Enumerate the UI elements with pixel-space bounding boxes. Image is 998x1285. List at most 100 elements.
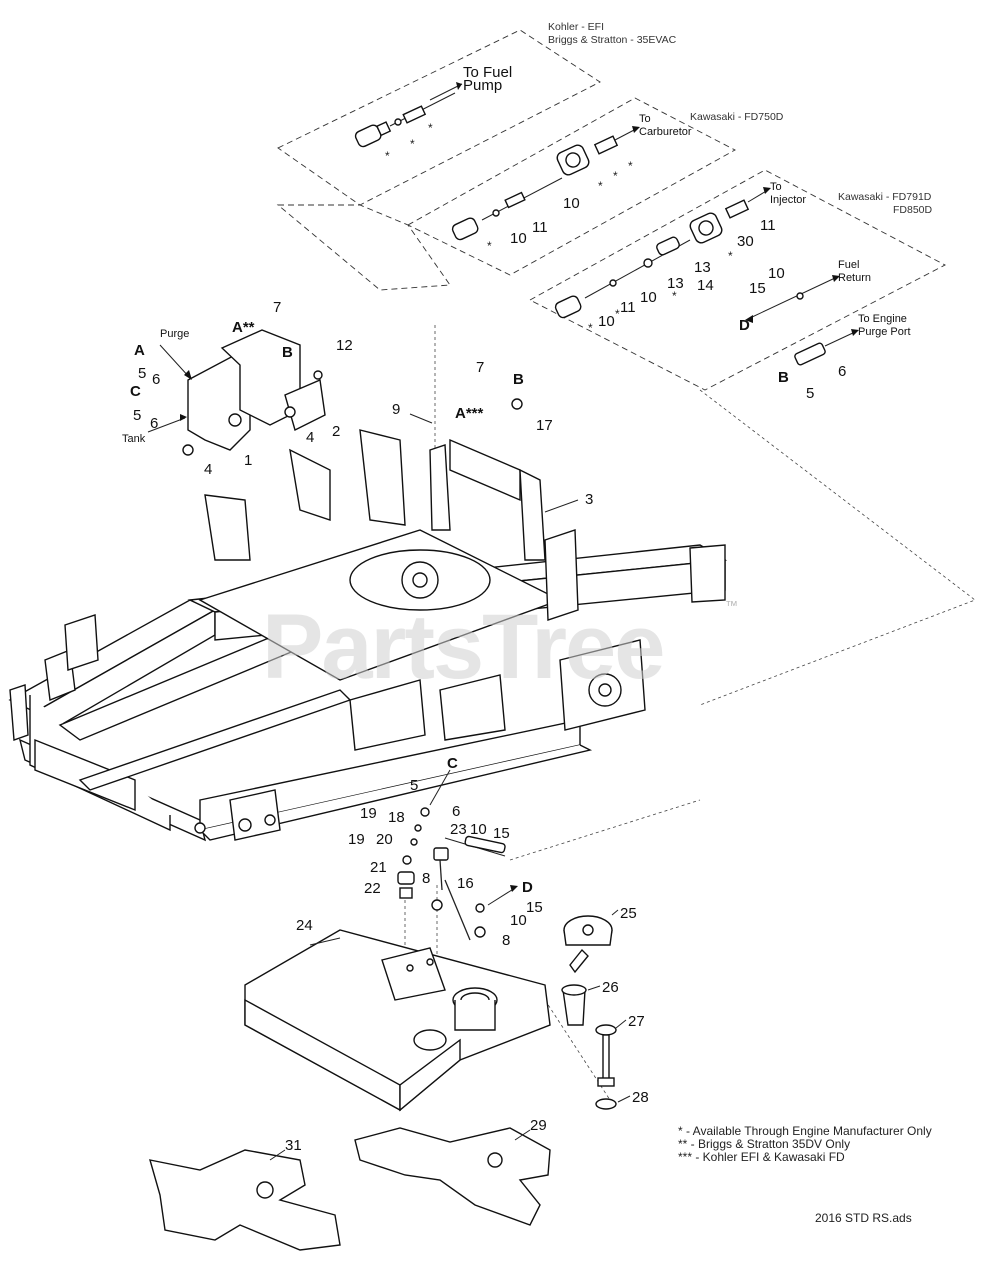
trademark-mark: ™: [725, 598, 738, 613]
svg-text:D: D: [522, 879, 533, 896]
watermark: PartsTree ™: [262, 596, 738, 698]
svg-text:6: 6: [152, 371, 160, 388]
letter-a: A: [134, 342, 145, 359]
letter-c-lower: C: [447, 755, 458, 772]
svg-text:6: 6: [150, 415, 158, 432]
footnote-1: * - Available Through Engine Manufacture…: [678, 1124, 932, 1138]
svg-text:1: 1: [244, 452, 252, 469]
svg-text:Pump: Pump: [463, 77, 502, 94]
svg-text:28: 28: [632, 1089, 649, 1106]
svg-text:*: *: [598, 179, 603, 193]
svg-text:15: 15: [526, 899, 543, 916]
svg-text:5: 5: [138, 365, 146, 382]
svg-text:26: 26: [602, 979, 619, 996]
svg-text:2: 2: [332, 423, 340, 440]
box3-title-b: FD850D: [893, 204, 933, 216]
fuel-tank: 24: [244, 917, 551, 1112]
box3-title-a: Kawasaki - FD791D: [838, 191, 932, 203]
svg-text:21: 21: [370, 859, 387, 876]
svg-text:23: 23: [450, 821, 467, 838]
plate-29: 29: [354, 1117, 551, 1226]
svg-text:*: *: [385, 149, 390, 163]
footnotes: * - Available Through Engine Manufacture…: [678, 1124, 932, 1225]
svg-text:10: 10: [470, 821, 487, 838]
box1-title-a: Kohler - EFI: [548, 21, 604, 33]
svg-text:15: 15: [493, 825, 510, 842]
svg-text:29: 29: [530, 1117, 547, 1134]
svg-text:*: *: [428, 121, 433, 135]
center-fittings: 7 B A*** 9 17 3: [392, 359, 593, 513]
svg-text:8: 8: [422, 870, 430, 887]
svg-text:12: 12: [336, 337, 353, 354]
engine-kit-box-1: Kohler - EFI Briggs & Stratton - 35EVAC: [277, 21, 677, 206]
mower-frame: [8, 429, 728, 842]
svg-text:30: 30: [737, 233, 754, 250]
svg-text:*: *: [615, 307, 620, 321]
box1-title-b: Briggs & Stratton - 35EVAC: [548, 34, 677, 46]
svg-text:15: 15: [749, 280, 766, 297]
svg-text:B: B: [513, 371, 524, 388]
svg-text:5: 5: [410, 777, 418, 794]
svg-text:19: 19: [348, 831, 365, 848]
svg-text:*: *: [672, 289, 677, 303]
fuel-fittings: 5 C 6 19 18 19 20 23 10 15 21 22 8 16 D …: [348, 755, 543, 949]
svg-text:7: 7: [476, 359, 484, 376]
svg-text:25: 25: [620, 905, 637, 922]
box2-title: Kawasaki - FD750D: [690, 111, 784, 123]
watermark-text: PartsTree: [262, 596, 663, 698]
svg-text:9: 9: [392, 401, 400, 418]
svg-text:14: 14: [697, 277, 714, 294]
svg-text:6: 6: [838, 363, 846, 380]
svg-text:10: 10: [563, 195, 580, 212]
svg-text:4: 4: [306, 429, 314, 446]
engine-kit-box-2: Kawasaki - FD750D: [276, 97, 784, 291]
svg-text:*: *: [613, 169, 618, 183]
svg-text:17: 17: [536, 417, 553, 434]
svg-text:To Fuel: To Fuel: [463, 64, 512, 81]
engine-kit-box-3: Kawasaki - FD791D FD850D: [529, 169, 946, 391]
svg-text:10: 10: [640, 289, 657, 306]
svg-text:B: B: [778, 369, 789, 386]
svg-text:10: 10: [510, 912, 527, 929]
svg-text:*: *: [410, 137, 415, 151]
cap-and-gauge: 25 26 27 28: [561, 905, 649, 1110]
svg-text:*: *: [728, 249, 733, 263]
svg-text:5: 5: [133, 407, 141, 424]
svg-text:3: 3: [585, 491, 593, 508]
letter-a-triple: A***: [455, 405, 484, 422]
footnote-3: *** - Kohler EFI & Kawasaki FD: [678, 1150, 845, 1164]
svg-text:6: 6: [452, 803, 460, 820]
svg-text:22: 22: [364, 880, 381, 897]
svg-text:11: 11: [532, 219, 548, 236]
tank-label: Tank: [122, 433, 146, 445]
plate-31: 31: [149, 1137, 341, 1251]
svg-text:11: 11: [620, 299, 636, 316]
svg-text:10: 10: [510, 230, 527, 247]
svg-text:*: *: [487, 239, 492, 253]
svg-text:27: 27: [628, 1013, 645, 1030]
svg-text:D: D: [739, 317, 750, 334]
letter-c: C: [130, 383, 141, 400]
svg-text:*: *: [588, 321, 593, 335]
box1-fittings: To Fuel Pump * * *: [354, 64, 512, 163]
svg-text:10: 10: [598, 313, 615, 330]
svg-text:*: *: [628, 159, 633, 173]
svg-text:8: 8: [502, 932, 510, 949]
purge-bracket-assembly: Purge Tank A C 5 6 5 6 1 2 4 4 7 A** B 1…: [122, 299, 353, 478]
svg-text:18: 18: [388, 809, 405, 826]
svg-text:16: 16: [457, 875, 474, 892]
svg-text:7: 7: [273, 299, 281, 316]
svg-text:31: 31: [285, 1137, 302, 1154]
footnote-2: ** - Briggs & Stratton 35DV Only: [678, 1137, 850, 1151]
svg-text:10: 10: [768, 265, 785, 282]
drawing-id: 2016 STD RS.ads: [815, 1211, 912, 1225]
svg-text:4: 4: [204, 461, 212, 478]
